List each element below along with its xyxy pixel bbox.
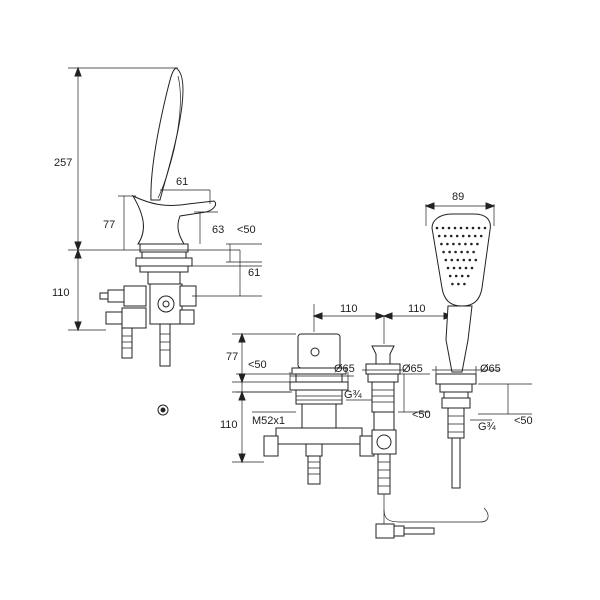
nozzle-dot	[470, 242, 473, 246]
nozzle-dot	[446, 266, 450, 270]
nozzle-dot	[452, 242, 455, 246]
nozzle-dot	[457, 282, 460, 286]
left-dimensions: 257 61 77 63 <50 61 110	[52, 66, 262, 332]
dim-body-height-left: 110	[52, 287, 70, 299]
nozzle-dot	[454, 274, 458, 278]
dim-max-deck-valve: <50	[412, 409, 431, 421]
dim-thread-valve: G¾	[344, 389, 363, 401]
nozzle-dot	[476, 242, 479, 246]
left-holder	[131, 194, 217, 245]
nozzle-dot	[441, 226, 445, 230]
nozzle-dot	[448, 274, 452, 278]
nozzle-dot	[471, 226, 475, 230]
nozzle-dot	[437, 234, 441, 238]
nozzle-dot	[460, 250, 463, 254]
nozzle-dot	[463, 282, 466, 286]
nozzle-dot	[462, 258, 466, 262]
center-diverter-knob	[371, 345, 395, 365]
nozzle-dot	[467, 234, 471, 238]
nozzle-dot	[466, 274, 470, 278]
nozzle-dot	[465, 226, 469, 230]
dim-handshower-width: 89	[452, 191, 464, 203]
nozzle-dot	[452, 266, 456, 270]
nozzle-dot	[464, 266, 468, 270]
nozzle-dot	[440, 242, 443, 246]
dim-max-deck-center: <50	[248, 359, 267, 371]
dim-lever-height-center: 77	[226, 351, 238, 363]
dim-thread-main: M52x1	[252, 415, 285, 427]
nozzle-dot	[458, 242, 461, 246]
dim-max-deck-left: <50	[237, 224, 256, 236]
dim-spout-height: 63	[212, 224, 224, 236]
nozzle-dot	[453, 226, 457, 230]
right-assembly	[431, 213, 491, 489]
center-deck-nut	[289, 381, 349, 391]
left-deck-nut	[135, 257, 193, 267]
dim-height-overall: 257	[54, 157, 72, 169]
nozzle-dot	[454, 250, 457, 254]
nozzle-dot	[474, 258, 478, 262]
nozzle-dot	[450, 258, 454, 262]
nozzle-dot	[449, 234, 453, 238]
nozzle-dot	[461, 234, 465, 238]
nozzle-dot	[443, 234, 447, 238]
dim-deck-offset: 61	[248, 267, 260, 279]
nozzle-dot	[477, 226, 481, 230]
dim-spacing-1: 110	[340, 303, 358, 315]
nozzle-dot	[456, 258, 460, 262]
dim-thread-holder: G¾	[478, 421, 497, 433]
nozzle-dot	[464, 242, 467, 246]
dim-diameter-main: Ø65	[334, 363, 355, 375]
nozzle-dot	[455, 234, 459, 238]
nozzle-dot	[451, 282, 454, 286]
nozzle-dot	[466, 250, 469, 254]
left-handshower	[150, 67, 184, 201]
nozzle-dot	[472, 250, 475, 254]
dim-spout-depth: 61	[176, 176, 188, 188]
right-dimensions: 89 Ø65 G¾ <50	[424, 191, 533, 433]
center-bridge-body	[275, 427, 363, 445]
dim-body-height-center: 110	[220, 419, 238, 431]
nozzle-dot	[446, 242, 449, 246]
nozzle-dot	[444, 258, 448, 262]
dim-diameter-valve: Ø65	[402, 363, 423, 375]
nozzle-dot	[470, 266, 474, 270]
dim-lever-height: 77	[103, 219, 115, 231]
left-assembly	[99, 67, 217, 416]
dim-max-deck-holder: <50	[514, 415, 533, 427]
right-holder-ring	[435, 373, 477, 385]
center-assembly	[263, 333, 489, 539]
nozzle-dot	[459, 226, 463, 230]
nozzle-dot	[460, 274, 464, 278]
dim-spacing-2: 110	[408, 303, 426, 315]
nozzle-dot	[442, 250, 445, 254]
nozzle-dot	[483, 226, 487, 230]
nozzle-dot	[448, 250, 451, 254]
nozzle-dot	[458, 266, 462, 270]
nozzle-dot	[479, 234, 483, 238]
nozzle-dot	[473, 234, 477, 238]
nozzle-dot	[435, 226, 439, 230]
dim-diameter-holder: Ø65	[480, 363, 501, 375]
nozzle-dot	[468, 258, 472, 262]
spray-nozzles	[435, 226, 487, 286]
nozzle-dot	[447, 226, 451, 230]
